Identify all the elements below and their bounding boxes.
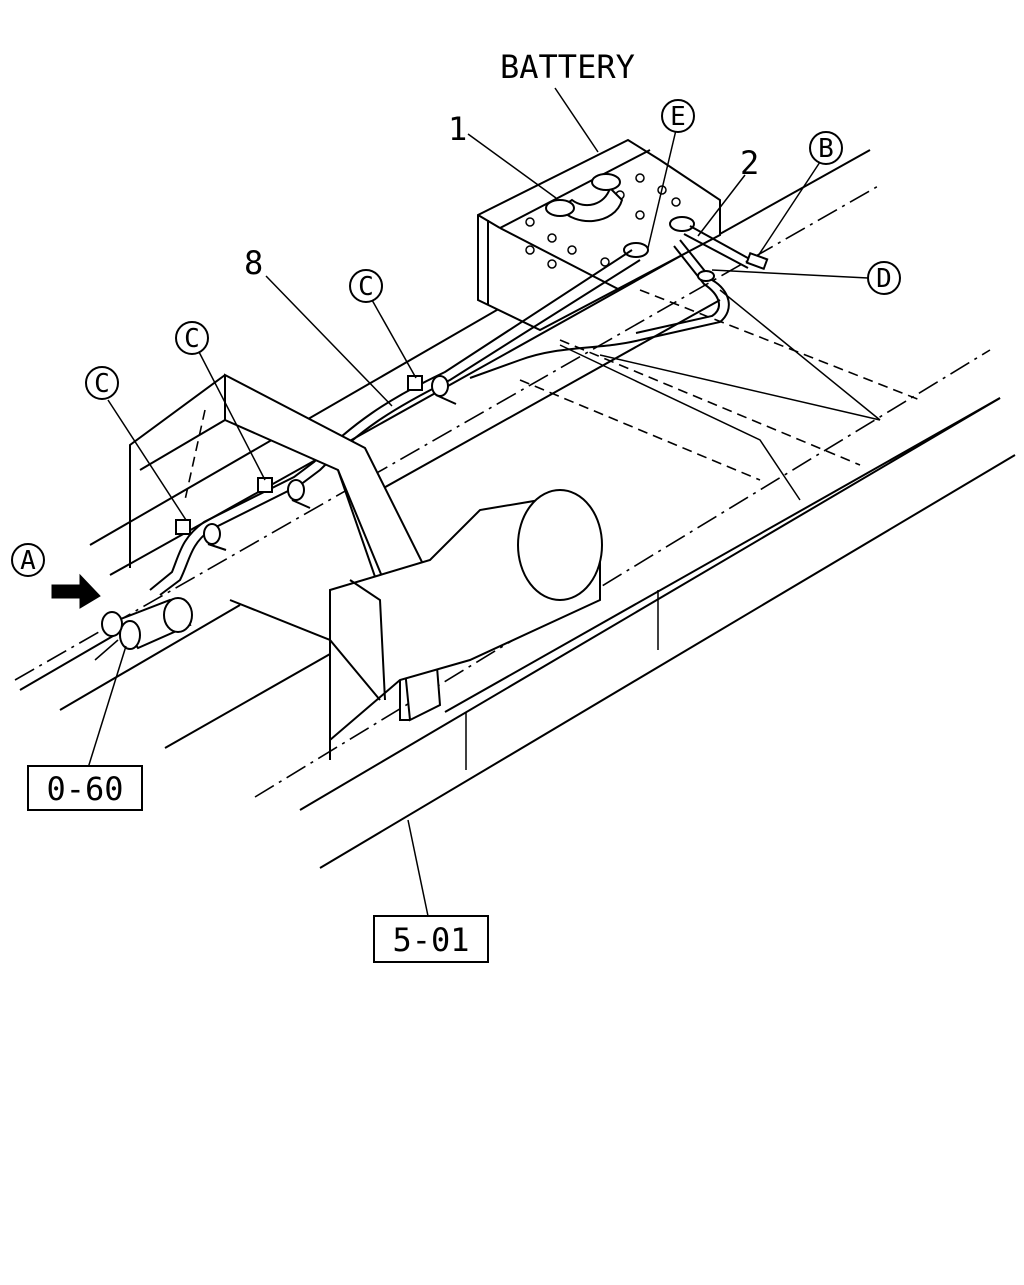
cable-run [469, 339, 641, 379]
terminal [669, 216, 695, 232]
leader-c1 [371, 299, 417, 379]
svg-text:A: A [20, 546, 36, 576]
leader-battery [554, 87, 599, 153]
svg-text:C: C [94, 369, 110, 399]
housing-edge [349, 579, 386, 701]
rail-line [299, 397, 1001, 811]
battery-edge [477, 214, 501, 229]
cable-run [635, 245, 720, 334]
rail-line [444, 397, 1001, 713]
leader-b [757, 161, 821, 257]
rail-line [379, 299, 721, 491]
rail-line [109, 149, 871, 576]
leader-0-60 [87, 645, 127, 769]
rail-centerline [254, 349, 991, 798]
rail-centerline [14, 184, 881, 681]
starter-motor [94, 597, 193, 661]
rail-line [319, 454, 1016, 869]
part-2-label: 2 [740, 144, 759, 182]
battery-edge [499, 227, 621, 291]
starter-terminal [119, 620, 141, 650]
crossmember-hidden [519, 379, 761, 481]
leader-8 [265, 275, 393, 407]
bracket-hidden [184, 409, 206, 501]
crossmember [719, 289, 881, 421]
jumper-cable [558, 186, 624, 223]
bracket-edge [139, 419, 226, 471]
svg-text:B: B [818, 134, 834, 164]
terminal [623, 242, 649, 258]
battery-label: BATTERY [500, 48, 635, 86]
crossmember [599, 354, 881, 421]
leader-2 [697, 174, 746, 237]
svg-text:5-01: 5-01 [392, 921, 469, 959]
callout-c-2: C [175, 321, 209, 355]
leader-1 [467, 133, 557, 199]
crossmember-hidden [639, 289, 921, 401]
cable-lug [745, 251, 769, 271]
part-1-label: 1 [448, 110, 467, 148]
callout-e: E [661, 99, 695, 133]
leader-c3 [107, 399, 187, 521]
crossmember-hidden [559, 339, 861, 466]
reference-box-5-01: 5-01 [373, 915, 489, 963]
leader-d [711, 269, 869, 279]
cable-8 [159, 259, 641, 596]
callout-b: B [809, 131, 843, 165]
leader-e [647, 129, 677, 249]
svg-text:E: E [670, 102, 686, 132]
terminal [591, 173, 621, 191]
svg-text:D: D [876, 264, 892, 294]
clip [175, 519, 227, 551]
bracket-edge [129, 374, 226, 568]
callout-c-1: C [349, 269, 383, 303]
starter-terminal [101, 611, 123, 637]
leader-5-01 [407, 819, 429, 917]
clips [175, 375, 457, 551]
terminal [545, 199, 575, 217]
crossmember-bracket [129, 373, 442, 722]
rail-line [59, 604, 241, 711]
clip [407, 375, 457, 405]
grommet [697, 270, 715, 282]
svg-text:C: C [184, 324, 200, 354]
reference-box-0-60: 0-60 [27, 765, 143, 811]
callout-c-3: C [85, 366, 119, 400]
leader-lines [87, 87, 869, 917]
transmission [229, 489, 603, 760]
crossmember [559, 344, 801, 501]
battery-edge [499, 149, 651, 229]
cable-2 [683, 233, 749, 269]
starter-wire [94, 639, 119, 661]
part-8-label: 8 [244, 244, 263, 282]
callout-a: A [11, 543, 45, 577]
starter-end [163, 597, 193, 633]
housing-flange [517, 489, 603, 601]
clip [257, 477, 311, 509]
svg-text:0-60: 0-60 [46, 770, 123, 808]
leader-c2 [197, 349, 266, 481]
svg-text:C: C [358, 272, 374, 302]
battery-box [477, 138, 721, 332]
callout-d: D [867, 261, 901, 295]
view-arrow-icon [51, 573, 101, 609]
